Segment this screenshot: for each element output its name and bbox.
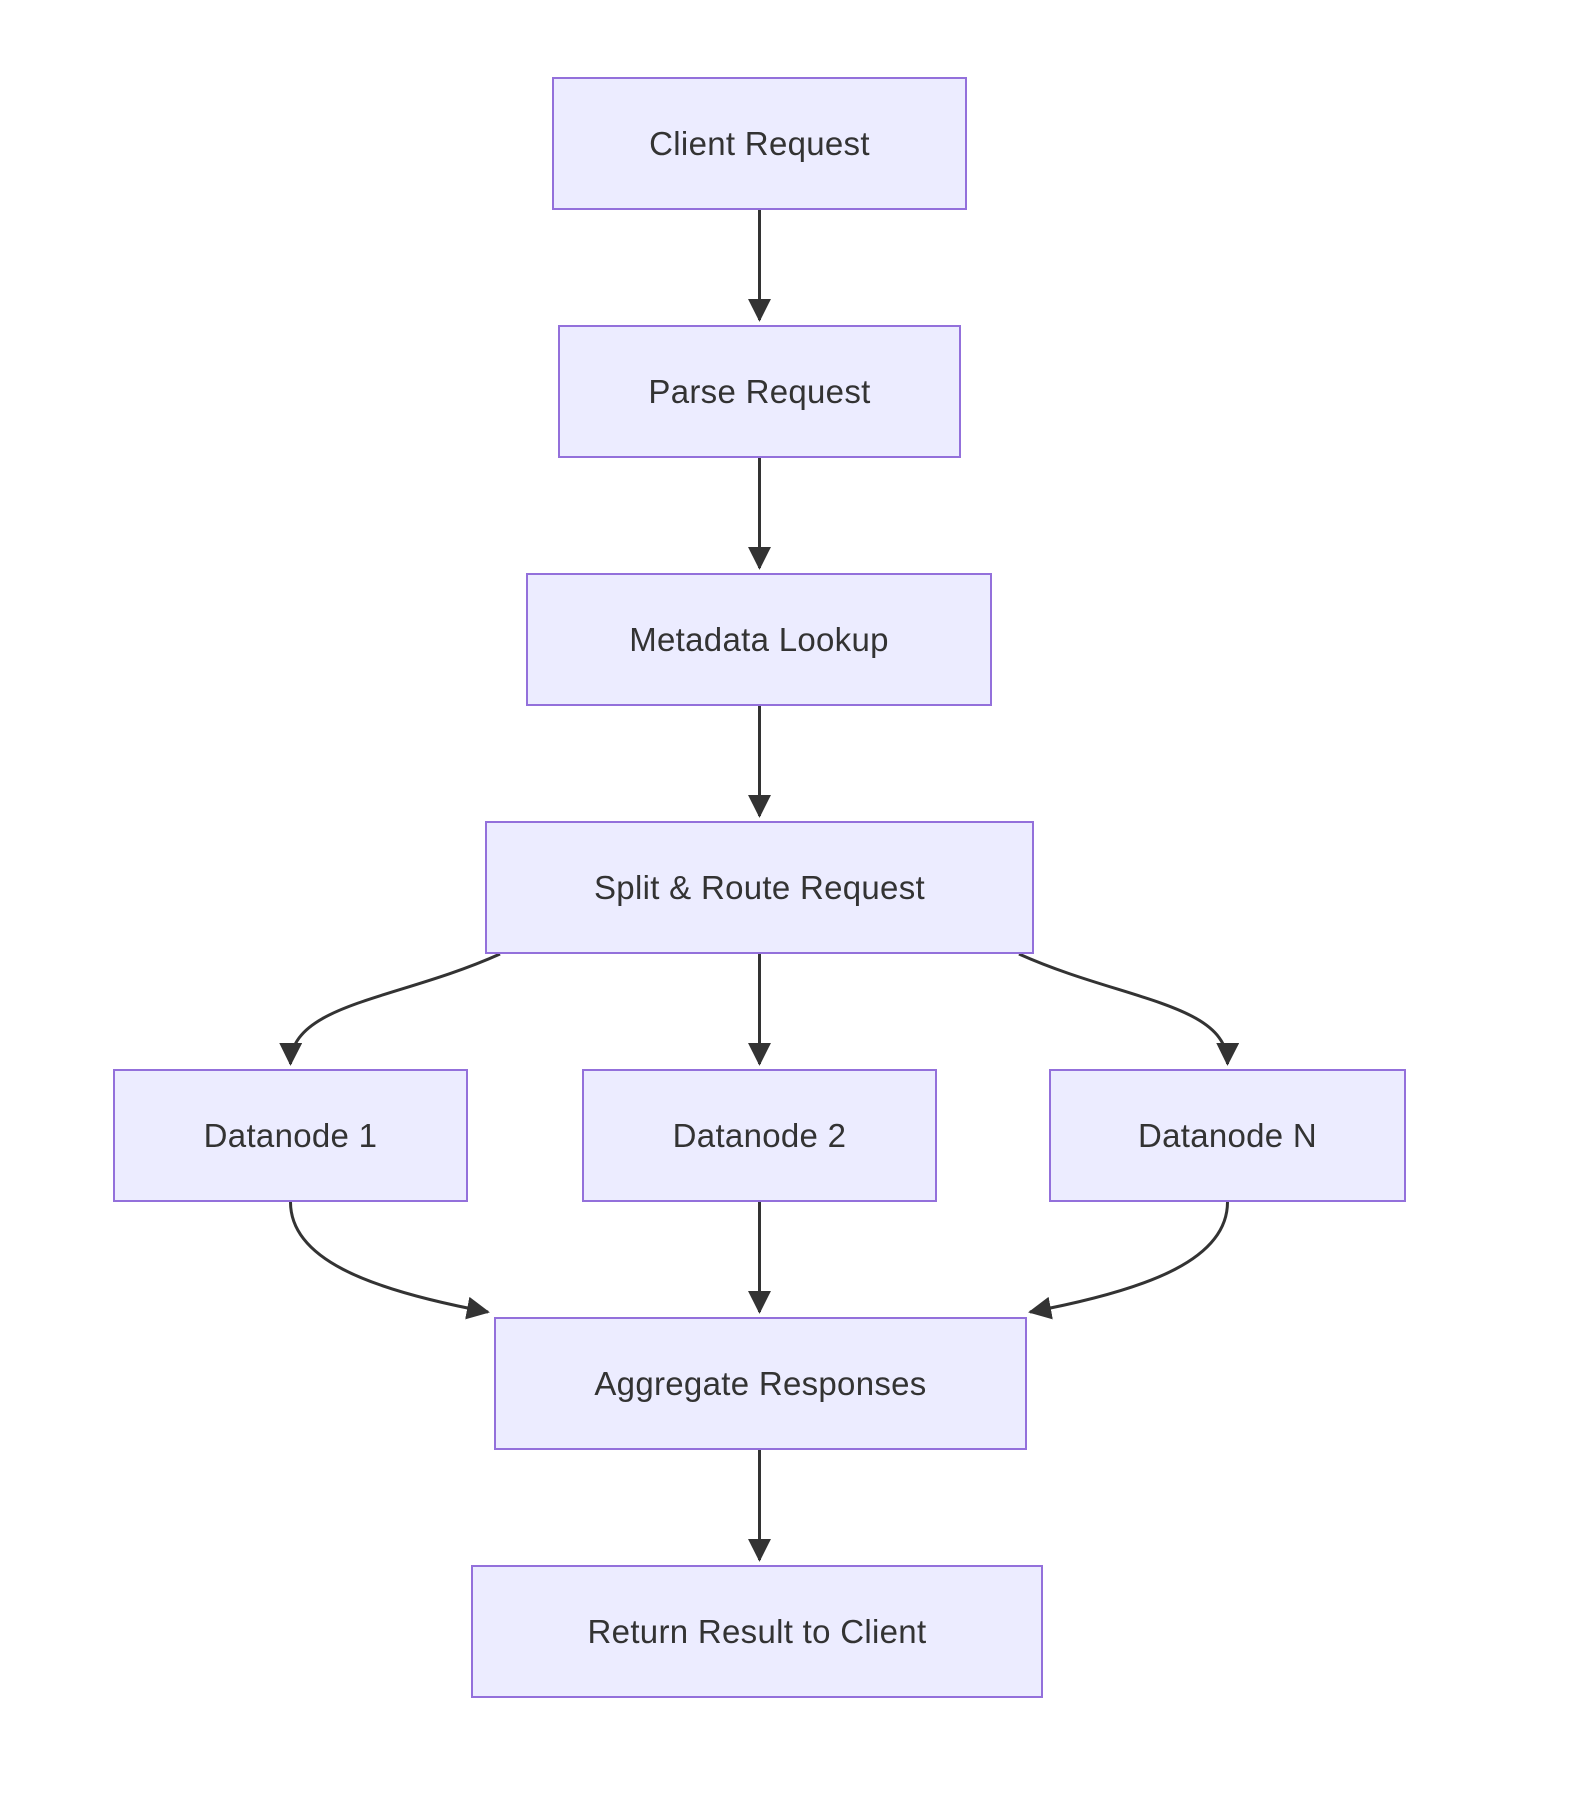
node-datanode-n-label: Datanode N bbox=[1137, 1116, 1318, 1154]
edge-split-to-datanode-1 bbox=[279, 952, 501, 1066]
edge-datanode-n-to-aggregate bbox=[1028, 1201, 1229, 1320]
node-datanode-n: Datanode N bbox=[1049, 1069, 1406, 1202]
node-aggregate-responses-label: Aggregate Responses bbox=[594, 1364, 927, 1402]
edge-split-to-datanode-n bbox=[1018, 952, 1240, 1066]
node-return-result: Return Result to Client bbox=[471, 1565, 1043, 1698]
node-datanode-2: Datanode 2 bbox=[582, 1069, 937, 1202]
node-parse-request: Parse Request bbox=[558, 325, 961, 458]
node-client-request-label: Client Request bbox=[649, 124, 870, 162]
node-split-route-request: Split & Route Request bbox=[485, 821, 1034, 954]
node-datanode-1: Datanode 1 bbox=[113, 1069, 468, 1202]
node-parse-request-label: Parse Request bbox=[648, 372, 871, 410]
node-return-result-label: Return Result to Client bbox=[587, 1612, 927, 1650]
node-metadata-lookup: Metadata Lookup bbox=[526, 573, 992, 706]
node-datanode-1-label: Datanode 1 bbox=[203, 1116, 378, 1154]
node-client-request: Client Request bbox=[552, 77, 967, 210]
node-datanode-2-label: Datanode 2 bbox=[672, 1116, 847, 1154]
node-split-route-request-label: Split & Route Request bbox=[594, 868, 925, 906]
node-aggregate-responses: Aggregate Responses bbox=[494, 1317, 1027, 1450]
edge-datanode-1-to-aggregate bbox=[289, 1201, 490, 1320]
node-metadata-lookup-label: Metadata Lookup bbox=[629, 620, 889, 658]
